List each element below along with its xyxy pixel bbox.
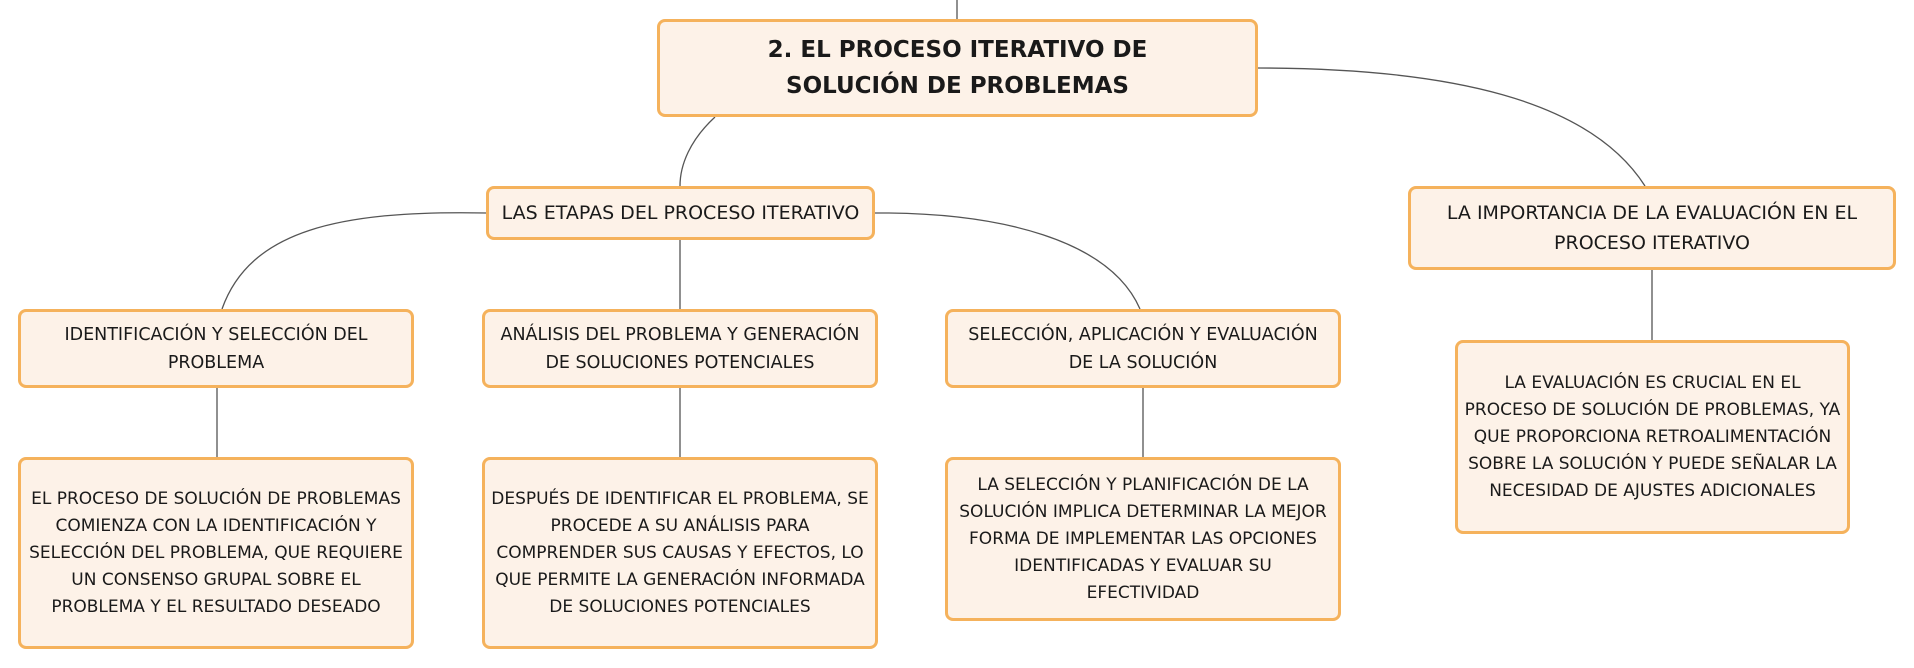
connector-stages-to-selection <box>872 212 1141 310</box>
description-node-selection[interactable]: LA SELECCIÓN Y PLANIFICACIÓN DE LA SOLUC… <box>945 457 1341 621</box>
description-node-identification[interactable]: EL PROCESO DE SOLUCIÓN DE PROBLEMAS COMI… <box>18 457 414 649</box>
description-text-selection: LA SELECCIÓN Y PLANIFICACIÓN DE LA SOLUC… <box>959 474 1327 603</box>
subtopic-label-identification: IDENTIFICACIÓN Y SELECCIÓN DEL PROBLEMA <box>64 324 368 373</box>
description-node-evaluation[interactable]: LA EVALUACIÓN ES CRUCIAL EN EL PROCESO D… <box>1455 340 1850 534</box>
topic-node-stages[interactable]: LAS ETAPAS DEL PROCESO ITERATIVO <box>486 186 875 240</box>
subtopic-label-selection: SELECCIÓN, APLICACIÓN Y EVALUACIÓN DE LA… <box>968 324 1318 373</box>
connector-stages-to-identification <box>221 212 488 310</box>
description-text-evaluation: LA EVALUACIÓN ES CRUCIAL EN EL PROCESO D… <box>1464 372 1841 501</box>
topic-label-evaluation: LA IMPORTANCIA DE LA EVALUACIÓN EN EL PR… <box>1446 202 1858 254</box>
root-topic-label: 2. EL PROCESO ITERATIVO DE SOLUCIÓN DE P… <box>767 37 1148 99</box>
description-text-analysis: DESPUÉS DE IDENTIFICAR EL PROBLEMA, SE P… <box>491 488 869 617</box>
connector-root-to-evaluation <box>1255 67 1646 187</box>
subtopic-label-analysis: ANÁLISIS DEL PROBLEMA Y GENERACIÓN DE SO… <box>500 324 860 373</box>
topic-label-stages: LAS ETAPAS DEL PROCESO ITERATIVO <box>501 202 860 224</box>
subtopic-node-selection[interactable]: SELECCIÓN, APLICACIÓN Y EVALUACIÓN DE LA… <box>945 309 1341 388</box>
subtopic-node-identification[interactable]: IDENTIFICACIÓN Y SELECCIÓN DEL PROBLEMA <box>18 309 414 388</box>
description-text-identification: EL PROCESO DE SOLUCIÓN DE PROBLEMAS COMI… <box>29 488 403 617</box>
connector-root-to-stages <box>679 116 716 187</box>
subtopic-node-analysis[interactable]: ANÁLISIS DEL PROBLEMA Y GENERACIÓN DE SO… <box>482 309 878 388</box>
topic-node-evaluation[interactable]: LA IMPORTANCIA DE LA EVALUACIÓN EN EL PR… <box>1408 186 1896 270</box>
description-node-analysis[interactable]: DESPUÉS DE IDENTIFICAR EL PROBLEMA, SE P… <box>482 457 878 649</box>
root-topic-node[interactable]: 2. EL PROCESO ITERATIVO DE SOLUCIÓN DE P… <box>657 19 1258 117</box>
